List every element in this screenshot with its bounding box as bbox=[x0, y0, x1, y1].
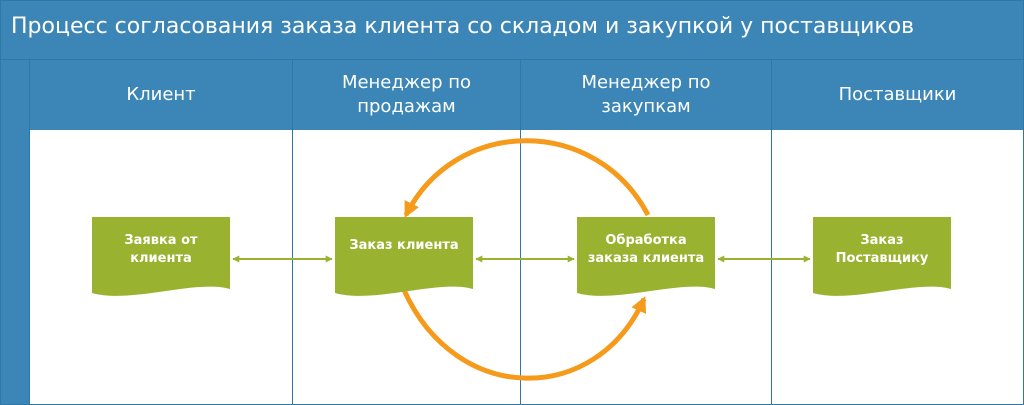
document-shape bbox=[577, 217, 715, 296]
document-label: Заявка от клиента bbox=[124, 233, 198, 266]
document-client-order: Заказ клиента bbox=[335, 223, 473, 269]
left-rail bbox=[1, 60, 29, 404]
lane-label-client: Клиент bbox=[126, 84, 196, 105]
lane-header-sales-manager: Менеджер по продажам bbox=[292, 60, 520, 130]
title-bar: Процесс согласования заказа клиента со с… bbox=[1, 1, 1023, 60]
document-order-processing: Обработка заказа клиента bbox=[577, 223, 715, 277]
lane-label-purchase-manager: Менеджер по закупкам bbox=[581, 72, 711, 117]
document-shape bbox=[813, 217, 951, 296]
cycle-arrow-under bbox=[401, 288, 647, 381]
lane-header-client: Клиент bbox=[29, 60, 292, 130]
document-shape bbox=[335, 217, 473, 296]
document-supplier-order: Заказ Поставщику bbox=[813, 223, 951, 277]
cycle-arrow-over bbox=[403, 138, 651, 218]
document-label: Обработка заказа клиента bbox=[587, 233, 705, 266]
document-label: Заказ Поставщику bbox=[835, 233, 929, 266]
lane-header-purchase-manager: Менеджер по закупкам bbox=[520, 60, 771, 130]
document-client-request: Заявка от клиента bbox=[92, 223, 230, 277]
document-label: Заказ клиента bbox=[349, 238, 459, 253]
lane-label-suppliers: Поставщики bbox=[838, 84, 957, 105]
lane-label-sales-manager: Менеджер по продажам bbox=[341, 72, 472, 117]
document-shape bbox=[92, 217, 230, 296]
diagram-title: Процесс согласования заказа клиента со с… bbox=[11, 14, 915, 39]
lane-header-suppliers: Поставщики bbox=[771, 60, 1023, 130]
